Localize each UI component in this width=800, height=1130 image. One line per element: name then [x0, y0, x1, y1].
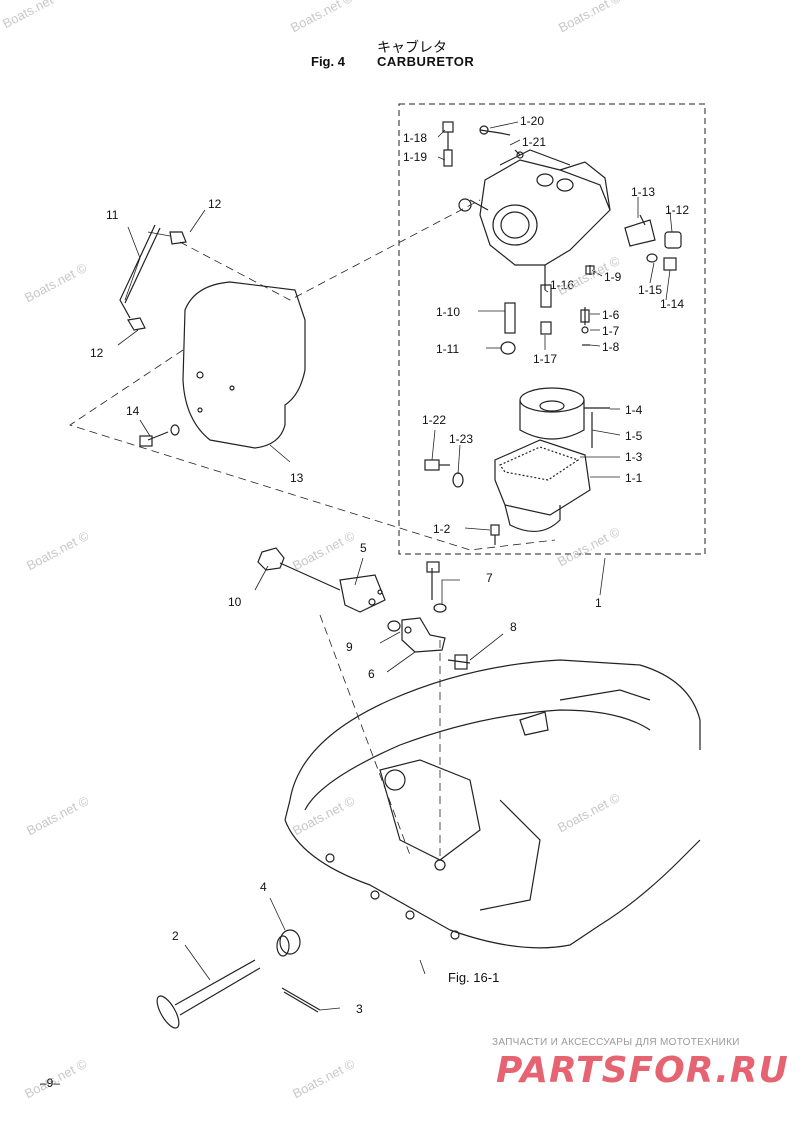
- throttle-linkage: [257, 547, 386, 613]
- callout-9: 9: [346, 640, 353, 654]
- drain-screw: [424, 459, 464, 488]
- bolt-14: [139, 424, 180, 447]
- callout-1-3: 1-3: [625, 450, 643, 464]
- callout-1-9: 1-9: [604, 270, 622, 284]
- callout-7: 7: [486, 571, 493, 585]
- callout-1-7: 1-7: [602, 324, 620, 338]
- callout-1: 1: [595, 596, 602, 610]
- leader-lines: [117, 121, 673, 1011]
- callout-1-20: 1-20: [520, 114, 545, 128]
- upper-small-parts: [442, 121, 524, 167]
- callout-1-8: 1-8: [602, 340, 620, 354]
- callout-1-4: 1-4: [625, 403, 643, 417]
- silencer-cover: [182, 281, 306, 449]
- japanese-title: キャブレタ: [377, 40, 447, 56]
- callout-1-2: 1-2: [433, 522, 451, 536]
- callout-1-6: 1-6: [602, 308, 620, 322]
- callout-1-18: 1-18: [403, 131, 428, 145]
- right-linkage: [624, 214, 682, 271]
- link-rod: [119, 224, 187, 331]
- callout-1-15: 1-15: [638, 283, 663, 297]
- choke-parts: [156, 929, 321, 1029]
- callout-5: 5: [360, 541, 367, 555]
- carburetor-body: [458, 149, 611, 290]
- callout-1-10: 1-10: [436, 305, 461, 319]
- shop-logo: PARTSFOR.RU: [496, 1050, 789, 1091]
- lower-bracket: [387, 561, 471, 670]
- float: [519, 387, 610, 448]
- figure-number: Fig. 4: [311, 54, 345, 69]
- callout-14: 14: [126, 404, 140, 418]
- callout-12-upper: 12: [208, 197, 222, 211]
- callout-1-17: 1-17: [533, 352, 558, 366]
- callout-2: 2: [172, 929, 179, 943]
- float-bowl: [490, 439, 591, 545]
- callout-1-23: 1-23: [449, 432, 474, 446]
- callout-1-12: 1-12: [665, 203, 690, 217]
- callout-13: 13: [290, 471, 304, 485]
- callout-1-1: 1-1: [625, 471, 643, 485]
- callout-1-21: 1-21: [522, 135, 547, 149]
- jets: [500, 265, 595, 355]
- shop-caption: ЗАПЧАСТИ И АКСЕССУАРЫ ДЛЯ МОТОТЕХНИКИ: [492, 1037, 740, 1048]
- carburetor-assembly-box: [398, 103, 706, 555]
- callout-12-lower: 12: [90, 346, 104, 360]
- callout-1-5: 1-5: [625, 429, 643, 443]
- callout-1-13: 1-13: [631, 185, 656, 199]
- diagram-title: CARBURETOR: [377, 54, 475, 69]
- callout-10: 10: [228, 595, 242, 609]
- callout-1-19: 1-19: [403, 150, 428, 164]
- callout-11: 11: [106, 208, 119, 222]
- callout-3: 3: [356, 1002, 363, 1016]
- callout-8: 8: [510, 620, 517, 634]
- fig-16-1-reference: Fig. 16-1: [448, 970, 500, 985]
- bottom-cowling: [284, 659, 701, 949]
- callout-6: 6: [368, 667, 375, 681]
- page-number: –9–: [40, 1076, 61, 1090]
- callout-4: 4: [260, 880, 267, 894]
- callout-1-11: 1-11: [436, 342, 460, 356]
- callout-1-16: 1-16: [550, 278, 575, 292]
- callout-1-22: 1-22: [422, 413, 447, 427]
- projection-lines: [69, 199, 556, 860]
- callout-1-14: 1-14: [660, 297, 685, 311]
